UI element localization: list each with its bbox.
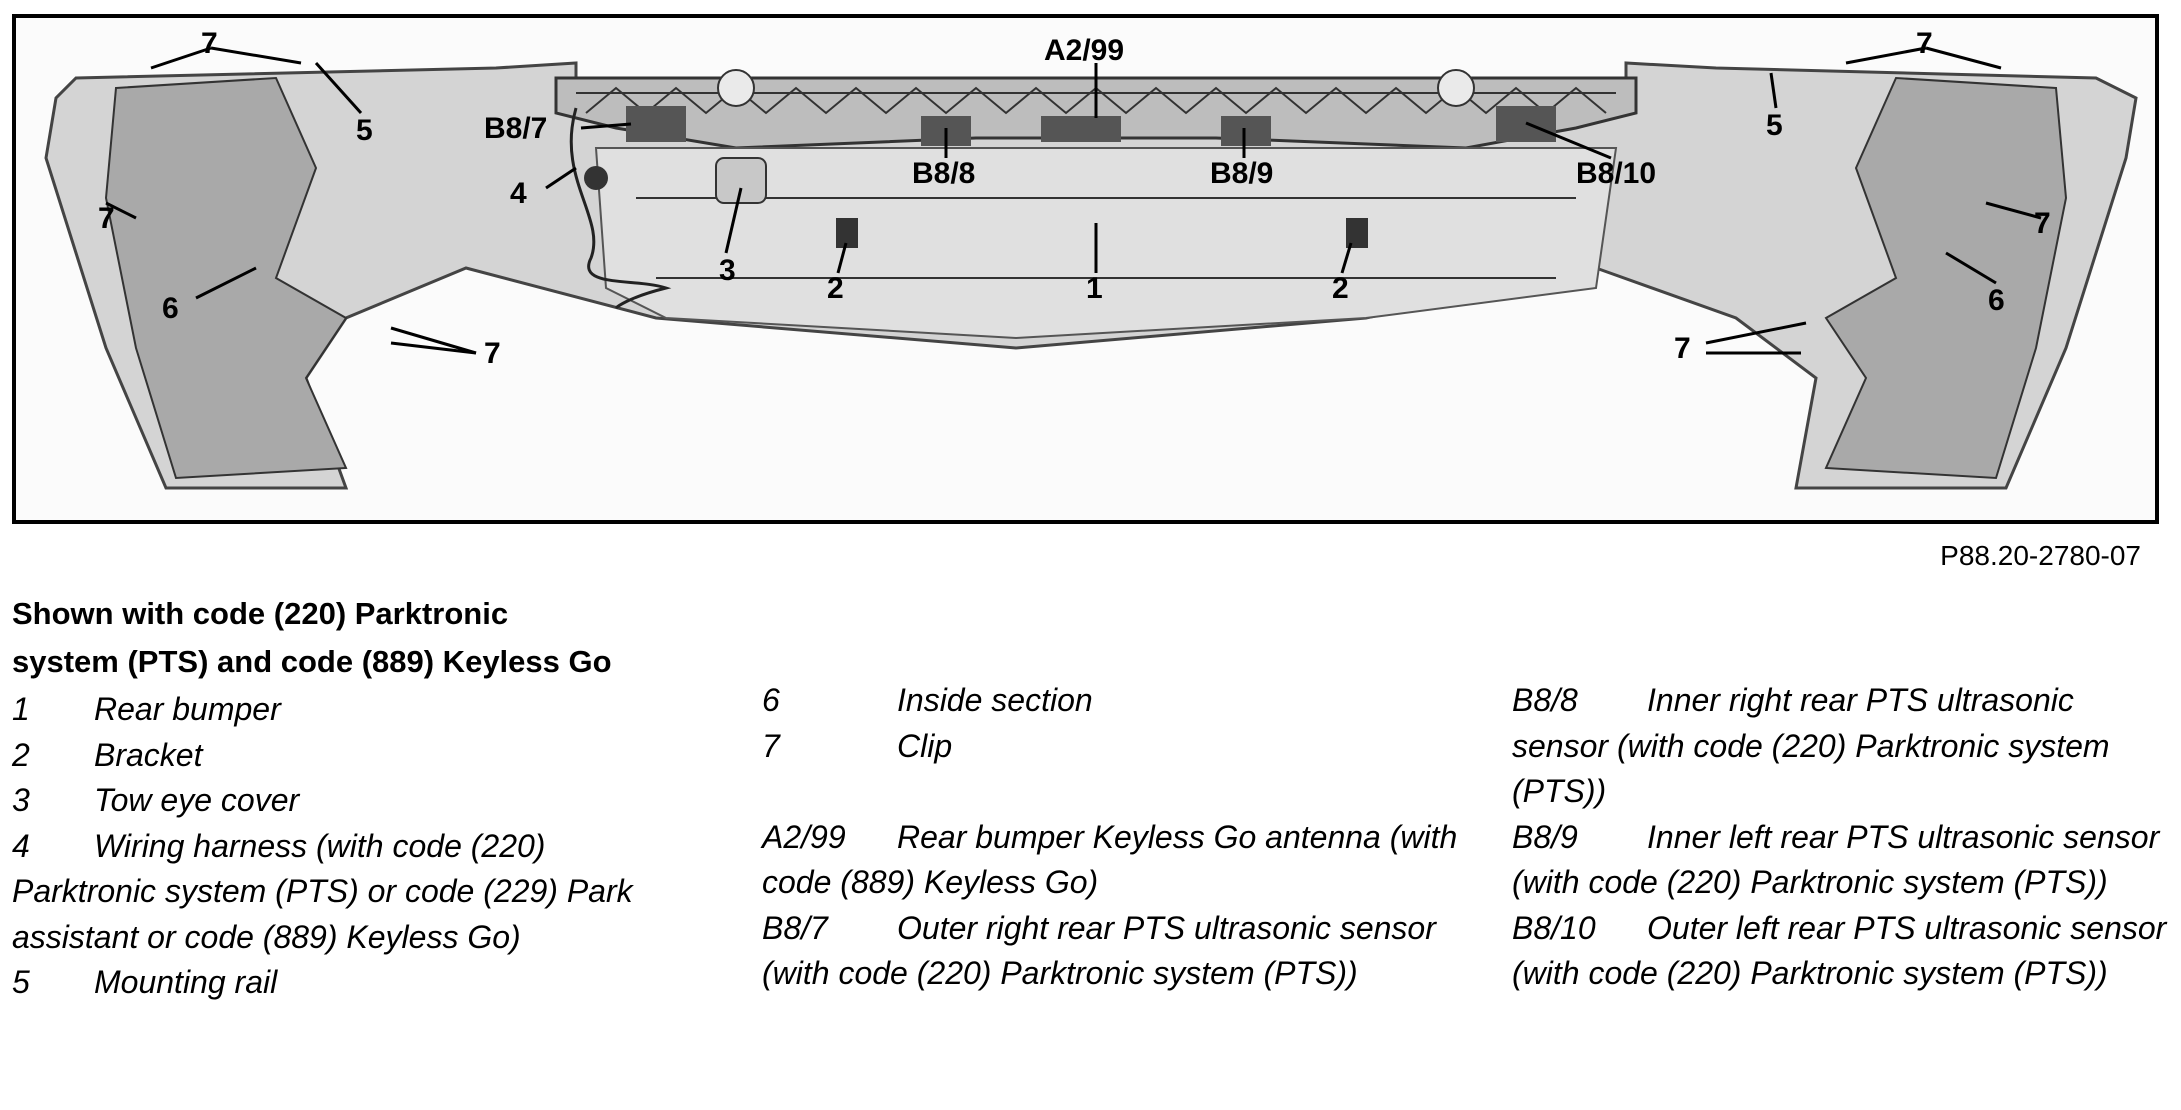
legend-heading: Shown with code (220) Parktronic system … [12,596,612,679]
legend-text: Wiring harness (with code (220) Parktron… [12,827,633,955]
figure-frame: 7 5 7 6 7 B8/7 4 3 2 A2/99 B8/8 1 B8/9 2… [12,14,2159,524]
callout-7: 7 [201,27,218,60]
legend-code: 5 [12,964,30,1000]
legend-text: Inside section [897,682,1093,718]
right-inside-section [1824,76,2068,480]
tow-eye-cover-shape [715,157,767,204]
legend-code: B8/10 [1512,909,1596,946]
legend-code: B8/9 [1512,818,1578,855]
callout-6: 6 [1988,284,2005,317]
legend-code: 6 [762,682,780,718]
legend-code: B8/7 [762,909,828,946]
sensor-b8-9-shape [1221,116,1271,146]
legend-item: 5 Mounting rail [12,960,652,1006]
callout-5: 5 [1766,109,1783,142]
sensor-b8-7-shape [626,106,686,142]
left-inside-section [104,76,348,480]
legend-text: Outer right rear PTS ultrasonic sensor (… [762,909,1436,992]
legend-text: Inner left rear PTS ultrasonic sensor (w… [1512,818,2160,901]
legend-code: 7 [762,727,780,764]
legend-text: Rear bumper Keyless Go antenna (with cod… [762,818,1458,901]
callout-7: 7 [1916,27,1933,60]
callout-a2-99: A2/99 [1044,34,1124,67]
antenna-a2-99-shape [1041,116,1121,142]
legend-item: 2 Bracket [12,733,652,779]
callout-b8-9: B8/9 [1210,157,1273,190]
callout-7: 7 [2034,207,2051,240]
lower-panel-shape [594,147,1618,340]
callout-3: 3 [719,254,736,287]
callout-b8-10: B8/10 [1576,157,1656,190]
legend-item: 7 Clip [762,724,1462,770]
legend-text: Tow eye cover [94,782,300,818]
bumper-diagram: 7 5 7 6 7 B8/7 4 3 2 A2/99 B8/8 1 B8/9 2… [44,27,2138,490]
bracket-right-shape [1346,218,1368,248]
callout-1: 1 [1086,272,1103,305]
legend-column-1: Shown with code (220) Parktronic system … [12,590,652,1006]
callout-2: 2 [1332,272,1349,305]
legend-code: 4 [12,827,30,864]
callout-4: 4 [510,177,527,210]
callout-6: 6 [162,292,179,325]
legend-item: 1 Rear bumper [12,687,652,733]
legend-text: Mounting rail [94,964,278,1000]
legend-code: A2/99 [762,818,846,855]
legend-text: Clip [897,727,953,764]
legend-code: B8/8 [1512,682,1578,718]
callout-b8-7: B8/7 [484,112,547,145]
legend-text: Inner right rear PTS ultrasonic sensor (… [1512,682,2110,809]
figure-code: P88.20-2780-07 [1940,540,2141,571]
legend-text: Rear bumper [94,691,281,727]
legend-text: Outer left rear PTS ultrasonic sensor (w… [1512,909,2167,992]
legend-item: 3 Tow eye cover [12,778,652,824]
bracket-left-shape [836,218,858,248]
legend-text: Bracket [94,736,203,773]
callout-5: 5 [356,114,373,147]
callout-7: 7 [98,202,115,235]
callout-7: 7 [1674,332,1691,365]
wiring-harness-shape [569,107,672,310]
callout-2: 2 [827,272,844,305]
callout-b8-8: B8/8 [912,157,975,190]
callout-7: 7 [484,337,501,370]
legend-code: 2 [12,736,30,773]
legend-code: 1 [12,691,30,727]
legend-code: 3 [12,782,30,818]
legend-item: 6 Inside section [762,678,1462,724]
